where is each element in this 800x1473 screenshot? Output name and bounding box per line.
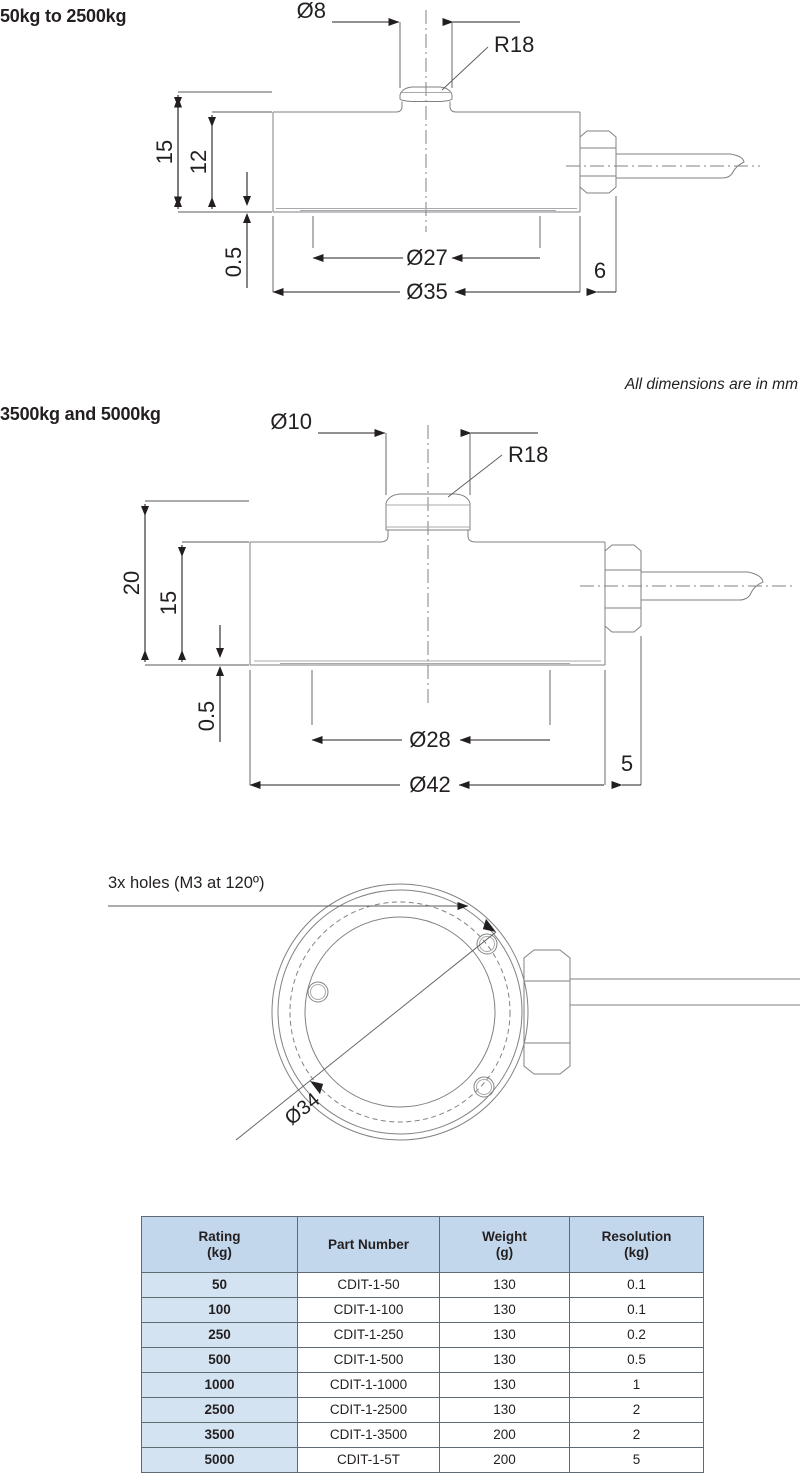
dim-label-radius-1: R18 [494, 32, 534, 57]
drawing2-title: 3500kg and 5000kg [0, 404, 161, 424]
cell-part-number: CDIT-1-2500 [297, 1397, 440, 1423]
cell-weight: 130 [439, 1272, 570, 1298]
cell-rating: 5000 [141, 1447, 298, 1473]
cell-part-number: CDIT-1-50 [297, 1272, 440, 1298]
dim-label-height-body-2: 15 [156, 591, 181, 615]
column-header-rating-line2: (kg) [207, 1244, 232, 1260]
drawing1-title: 50kg to 2500kg [0, 6, 127, 26]
cell-resolution: 2 [569, 1422, 704, 1448]
cell-resolution: 5 [569, 1447, 704, 1473]
dim-label-radius-2: R18 [508, 442, 548, 467]
column-header-weight-line2: (g) [495, 1244, 514, 1260]
topview-holes-note: 3x holes (M3 at 120º) [108, 874, 264, 892]
cell-weight: 200 [439, 1422, 570, 1448]
cell-part-number: CDIT-1-250 [297, 1322, 440, 1348]
dim-label-thread-2: 5 [621, 751, 633, 776]
dim-label-bore-top-1: Ø8 [297, 0, 326, 23]
units-note: All dimensions are in mm [624, 376, 798, 393]
dim-label-height-total-1: 15 [152, 140, 177, 164]
column-header-weight: Weight (g) [439, 1216, 570, 1273]
dim-label-baseplate-1: 0.5 [221, 247, 246, 278]
column-header-part-number-line1: Part Number [327, 1236, 410, 1252]
column-header-rating: Rating (kg) [141, 1216, 298, 1273]
table-row: 50 CDIT-1-50 130 0.1 [141, 1272, 704, 1298]
cell-rating: 3500 [141, 1422, 298, 1448]
cell-resolution: 1 [569, 1372, 704, 1398]
dim-label-height-total-2: 20 [119, 571, 144, 595]
cell-weight: 130 [439, 1397, 570, 1423]
cell-weight: 200 [439, 1447, 570, 1473]
table-row: 2500 CDIT-1-2500 130 2 [141, 1397, 704, 1423]
cell-rating: 1000 [141, 1372, 298, 1398]
dim-label-thread-1: 6 [594, 258, 606, 283]
cell-resolution: 2 [569, 1397, 704, 1423]
column-header-resolution: Resolution (kg) [569, 1216, 704, 1273]
m3-hole [476, 933, 498, 955]
table-row: 1000 CDIT-1-1000 130 1 [141, 1372, 704, 1398]
table-row: 250 CDIT-1-250 130 0.2 [141, 1322, 704, 1348]
cell-rating: 100 [141, 1297, 298, 1323]
column-header-resolution-line2: (kg) [624, 1244, 649, 1260]
dim-label-diameter-outer-1: Ø35 [406, 279, 448, 304]
drawing2-geometry: Ø10 R18 20 15 0.5 [119, 409, 795, 797]
cell-part-number: CDIT-1-5T [297, 1447, 440, 1473]
topview-bolt-circle-label: Ø34 [281, 1089, 324, 1130]
spec-table: Rating (kg) Part Number Weight (g) Resol… [141, 1216, 704, 1473]
cell-weight: 130 [439, 1347, 570, 1373]
cell-rating: 50 [141, 1272, 298, 1298]
cell-rating: 2500 [141, 1397, 298, 1423]
dim-label-bore-top-2: Ø10 [270, 409, 312, 434]
m3-hole [307, 981, 329, 1003]
cell-part-number: CDIT-1-1000 [297, 1372, 440, 1398]
table-row: 5000 CDIT-1-5T 200 5 [141, 1447, 704, 1473]
cell-resolution: 0.5 [569, 1347, 704, 1373]
cell-weight: 130 [439, 1372, 570, 1398]
dim-label-diameter-inner-1: Ø27 [406, 245, 448, 270]
dim-label-diameter-outer-2: Ø42 [409, 772, 451, 797]
cell-part-number: CDIT-1-3500 [297, 1422, 440, 1448]
cell-part-number: CDIT-1-500 [297, 1347, 440, 1373]
cell-rating: 250 [141, 1322, 298, 1348]
column-header-rating-line1: Rating [198, 1228, 241, 1244]
table-body: 50 CDIT-1-50 130 0.1 100 CDIT-1-100 130 … [141, 1272, 704, 1473]
dim-label-baseplate-2: 0.5 [194, 701, 219, 732]
m3-hole [473, 1076, 495, 1098]
cell-weight: 130 [439, 1322, 570, 1348]
topview-geometry: 3x holes (M3 at 120º) Ø34 [108, 874, 800, 1141]
cell-resolution: 0.1 [569, 1272, 704, 1298]
cell-resolution: 0.1 [569, 1297, 704, 1323]
table-row: 3500 CDIT-1-3500 200 2 [141, 1422, 704, 1448]
table-row: 100 CDIT-1-100 130 0.1 [141, 1297, 704, 1323]
cell-weight: 130 [439, 1297, 570, 1323]
dim-label-height-body-1: 12 [186, 150, 211, 174]
table-header-row: Rating (kg) Part Number Weight (g) Resol… [141, 1216, 704, 1273]
column-header-part-number: Part Number [297, 1216, 440, 1273]
column-header-resolution-line1: Resolution [601, 1228, 672, 1244]
cell-part-number: CDIT-1-100 [297, 1297, 440, 1323]
table-row: 500 CDIT-1-500 130 0.5 [141, 1347, 704, 1373]
column-header-weight-line1: Weight [482, 1228, 527, 1244]
cell-resolution: 0.2 [569, 1322, 704, 1348]
cell-rating: 500 [141, 1347, 298, 1373]
drawing1-geometry: Ø8 R18 15 12 0.5 [152, 0, 760, 304]
dim-label-diameter-inner-2: Ø28 [409, 727, 451, 752]
